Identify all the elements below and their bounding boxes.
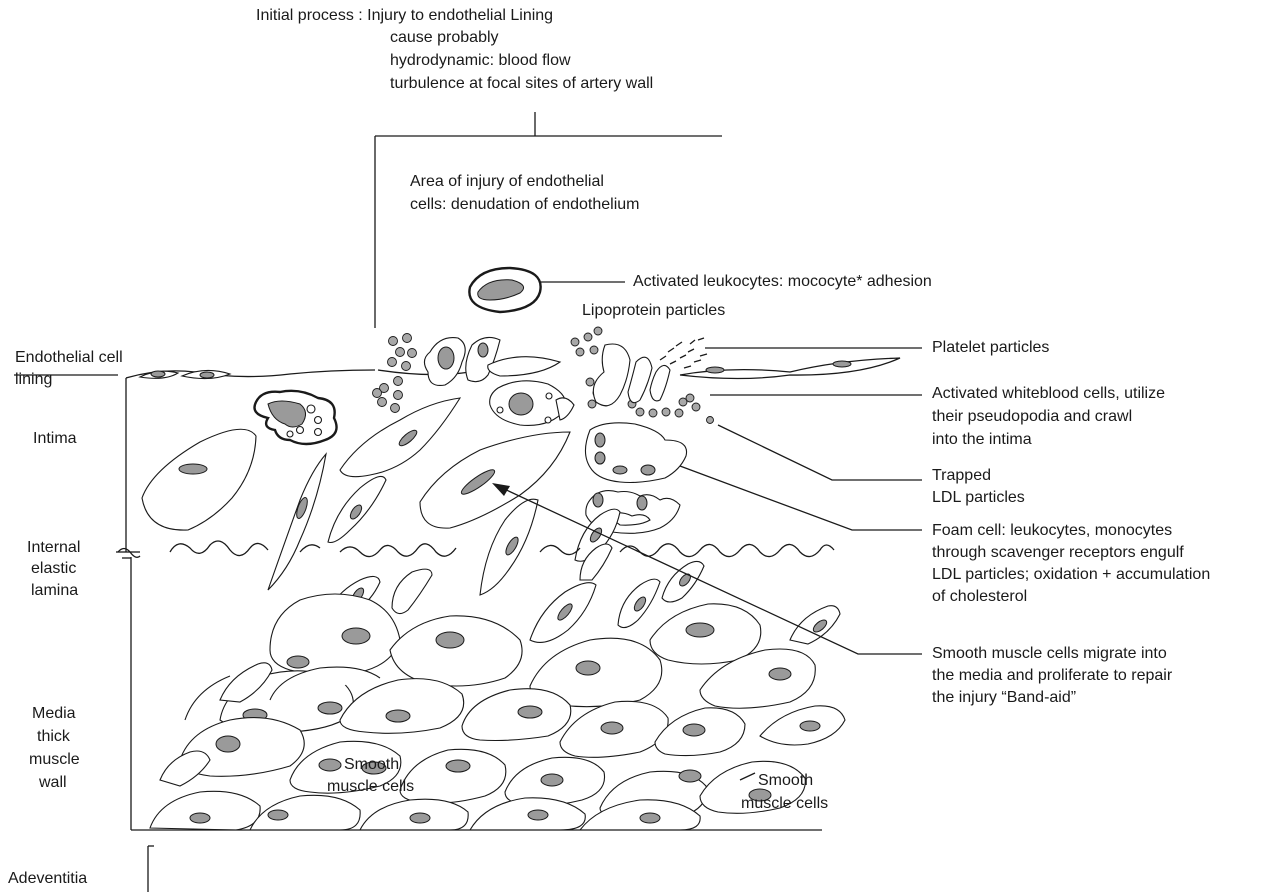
label-area-of-injury-2: cells: denudation of endothelium xyxy=(410,194,640,215)
internal-elastic-lamina xyxy=(118,541,834,557)
label-smooth-muscle-center-1: Smooth xyxy=(344,754,399,775)
label-foam-cell-3: LDL particles; oxidation + accumulation xyxy=(932,564,1210,585)
label-activated-leukocytes: Activated leukocytes: mococyte* adhesion xyxy=(633,271,932,292)
label-smooth-muscle-center-2: muscle cells xyxy=(327,776,414,797)
label-activated-wbc-1: Activated whiteblood cells, utilize xyxy=(932,383,1165,404)
foam-cell-left xyxy=(255,391,337,444)
label-endothelial-lining-1: Endothelial cell xyxy=(15,347,123,368)
label-platelet-particles: Platelet particles xyxy=(932,337,1049,358)
injury-site-cells xyxy=(424,337,670,425)
label-internal-elastic-lamina-1: Internal xyxy=(27,537,80,558)
label-smooth-muscle-migrate-1: Smooth muscle cells migrate into xyxy=(932,643,1167,664)
intima-cells xyxy=(142,398,620,595)
lipoprotein-particles-left xyxy=(373,334,417,413)
label-intima: Intima xyxy=(33,428,77,449)
label-activated-wbc-2: their pseudopodia and crawl xyxy=(932,406,1132,427)
label-smooth-muscle-right-2: muscle cells xyxy=(741,793,828,814)
label-smooth-muscle-right-1: Smooth xyxy=(758,770,813,791)
label-media-2: thick xyxy=(37,726,70,747)
label-endothelial-lining-2: lining xyxy=(15,369,52,390)
label-initial-process-2: cause probably xyxy=(390,27,499,48)
label-area-of-injury-1: Area of injury of endothelial xyxy=(410,171,604,192)
label-internal-elastic-lamina-3: lamina xyxy=(31,580,78,601)
label-media-3: muscle xyxy=(29,749,80,770)
label-trapped-ldl-1: Trapped xyxy=(932,465,991,486)
label-lipoprotein-particles: Lipoprotein particles xyxy=(582,300,725,321)
wall-layer-brackets xyxy=(14,375,154,892)
platelet-particles xyxy=(660,338,922,368)
label-foam-cell-2: through scavenger receptors engulf xyxy=(932,542,1184,563)
label-smooth-muscle-migrate-2: the media and proliferate to repair xyxy=(932,665,1172,686)
label-media-1: Media xyxy=(32,703,76,724)
label-trapped-ldl-2: LDL particles xyxy=(932,487,1025,508)
label-foam-cell-1: Foam cell: leukocytes, monocytes xyxy=(932,520,1172,541)
label-internal-elastic-lamina-2: elastic xyxy=(31,558,76,579)
label-activated-wbc-3: into the intima xyxy=(932,429,1032,450)
label-media-4: wall xyxy=(39,772,67,793)
label-initial-process-4: turbulence at focal sites of artery wall xyxy=(390,73,653,94)
initial-process-bracket xyxy=(375,112,722,328)
label-smooth-muscle-migrate-3: the injury “Band-aid” xyxy=(932,687,1076,708)
label-foam-cell-4: of cholesterol xyxy=(932,586,1027,607)
label-initial-process-1: Initial process : Injury to endothelial … xyxy=(256,5,553,26)
label-adventitia: Adeventitia xyxy=(8,868,87,889)
label-initial-process-3: hydrodynamic: blood flow xyxy=(390,50,571,71)
